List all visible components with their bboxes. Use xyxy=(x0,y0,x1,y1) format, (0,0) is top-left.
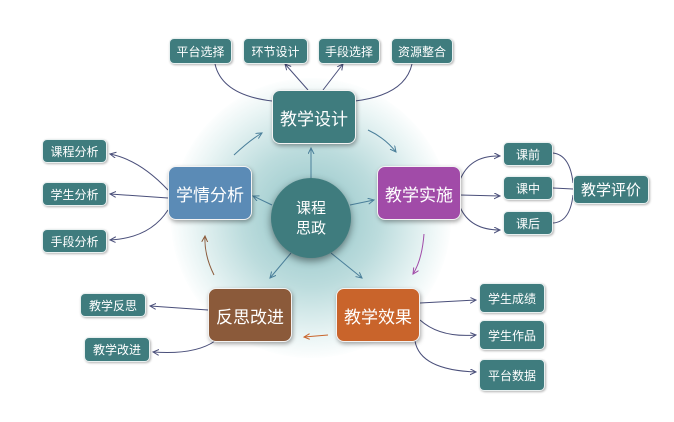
node-method-selection[interactable]: 手段选择 xyxy=(318,38,380,64)
node-student-works[interactable]: 学生作品 xyxy=(479,320,545,350)
node-teaching-reflection[interactable]: 教学反思 xyxy=(80,293,146,317)
node-student-grades[interactable]: 学生成绩 xyxy=(479,283,545,313)
node-reflection-improvement[interactable]: 反思改进 xyxy=(208,288,292,342)
node-teaching-improvement[interactable]: 教学改进 xyxy=(84,337,150,362)
center-line1: 课程 xyxy=(295,199,326,217)
node-course-analysis[interactable]: 课程分析 xyxy=(42,139,107,163)
node-learning-analysis[interactable]: 学情分析 xyxy=(168,166,252,220)
node-teaching-effect[interactable]: 教学效果 xyxy=(336,288,420,342)
node-resource-integration[interactable]: 资源整合 xyxy=(391,38,453,64)
node-during-class[interactable]: 课中 xyxy=(503,176,553,200)
node-teaching-design[interactable]: 教学设计 xyxy=(272,90,356,144)
node-teaching-implementation[interactable]: 教学实施 xyxy=(377,166,461,220)
node-platform-selection[interactable]: 平台选择 xyxy=(169,38,232,64)
center-line2: 思政 xyxy=(295,219,326,237)
center-node-ideological[interactable]: 课程思政 xyxy=(271,178,351,258)
node-teaching-evaluation[interactable]: 教学评价 xyxy=(573,175,649,204)
node-after-class[interactable]: 课后 xyxy=(503,211,553,235)
node-student-analysis[interactable]: 学生分析 xyxy=(42,182,107,206)
node-before-class[interactable]: 课前 xyxy=(503,142,553,166)
node-stage-design[interactable]: 环节设计 xyxy=(243,38,308,64)
node-platform-data[interactable]: 平台数据 xyxy=(479,359,545,391)
node-method-analysis[interactable]: 手段分析 xyxy=(42,229,107,253)
